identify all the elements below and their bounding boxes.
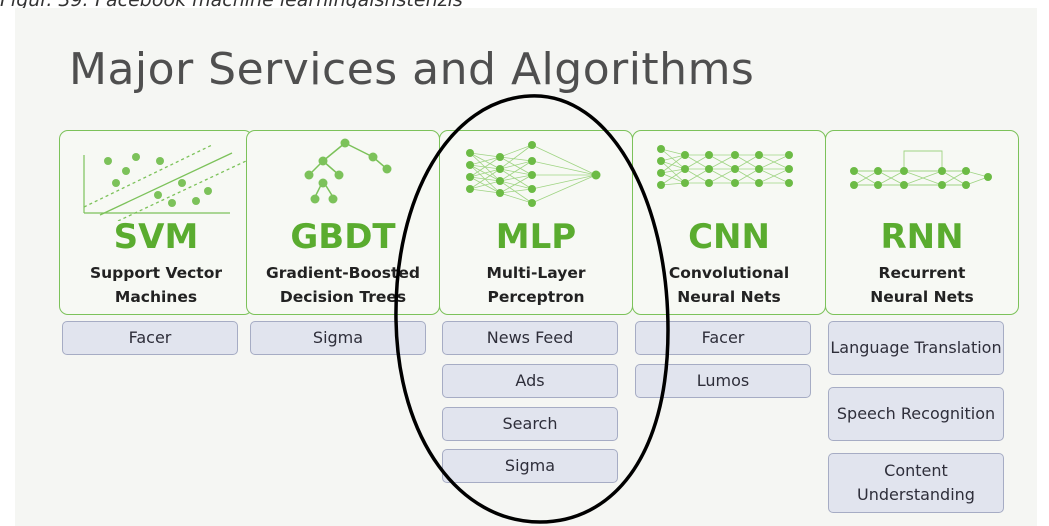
service-rnn-language-translation: Language Translation — [828, 321, 1004, 375]
card-mlp: MLP Multi-Layer Perceptron — [439, 130, 633, 315]
card-fullname-cnn: Convolutional Neural Nets — [633, 261, 825, 309]
card-fullname-svm: Support Vector Machines — [60, 261, 252, 309]
card-fullname-line1: Multi-Layer — [486, 264, 586, 282]
card-gbdt: GBDT Gradient-Boosted Decision Trees — [246, 130, 440, 315]
card-fullname-mlp: Multi-Layer Perceptron — [440, 261, 632, 309]
card-fullname-rnn: Recurrent Neural Nets — [826, 261, 1018, 309]
service-mlp-newsfeed: News Feed — [442, 321, 618, 355]
rnn-network-icon — [850, 150, 992, 189]
figure-caption: Figur. 39: Facebook machine learningalsh… — [0, 0, 463, 11]
slide: Major Services and Algorithms SVM Suppor… — [15, 8, 1037, 526]
cnn-network-icon — [657, 145, 793, 189]
card-fullname-line1: Gradient-Boosted — [266, 264, 420, 282]
card-fullname-line1: Support Vector — [89, 264, 223, 282]
service-cnn-facer: Facer — [635, 321, 811, 355]
service-svm-facer: Facer — [62, 321, 238, 355]
card-fullname-line2: Neural Nets — [677, 288, 781, 306]
card-fullname-line2: Decision Trees — [279, 288, 407, 306]
card-abbr-gbdt: GBDT — [290, 217, 396, 257]
card-abbr-rnn: RNN — [880, 217, 964, 257]
service-gbdt-sigma: Sigma — [250, 321, 426, 355]
card-svm: SVM Support Vector Machines — [59, 130, 253, 315]
slide-title: Major Services and Algorithms — [69, 44, 755, 95]
card-cnn: CNN Convolutional Neural Nets — [632, 130, 826, 315]
service-mlp-ads: Ads — [442, 364, 618, 398]
card-fullname-gbdt: Gradient-Boosted Decision Trees — [247, 261, 439, 309]
card-fullname-line2: Perceptron — [487, 288, 585, 306]
card-abbr-mlp: MLP — [495, 217, 577, 257]
service-rnn-content-understanding: Content Understanding — [828, 453, 1004, 513]
card-fullname-line2: Neural Nets — [870, 288, 974, 306]
tree-icon — [304, 138, 392, 204]
card-abbr-svm: SVM — [113, 217, 199, 257]
service-mlp-search: Search — [442, 407, 618, 441]
service-mlp-sigma: Sigma — [442, 449, 618, 483]
service-cnn-lumos: Lumos — [635, 364, 811, 398]
card-fullname-line2: Machines — [114, 288, 198, 306]
card-fullname-line1: Recurrent — [878, 264, 966, 282]
service-rnn-speech-recognition: Speech Recognition — [828, 387, 1004, 441]
card-rnn: RNN Recurrent Neural Nets — [825, 130, 1019, 315]
card-fullname-line1: Convolutional — [668, 264, 790, 282]
card-abbr-cnn: CNN — [688, 217, 770, 257]
mlp-network-icon — [466, 141, 601, 207]
scatter-icon — [83, 144, 247, 221]
